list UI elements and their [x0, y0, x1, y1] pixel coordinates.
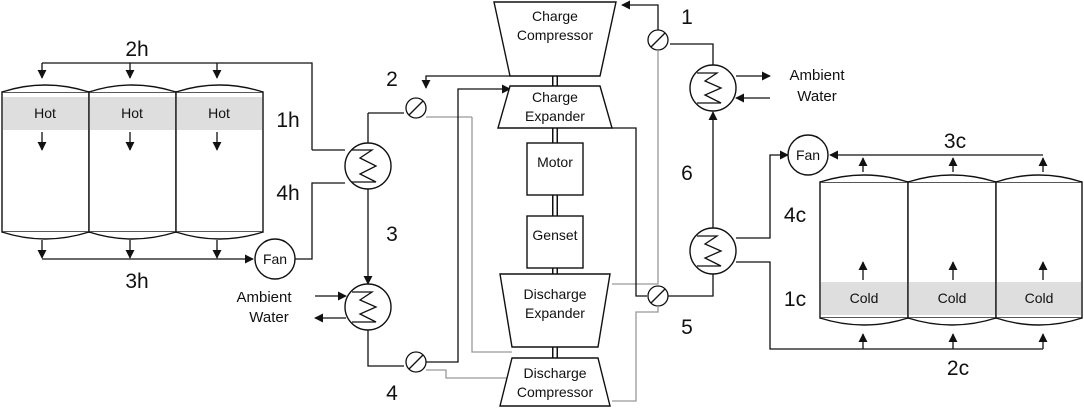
line-2h — [37, 62, 345, 151]
label-3c: 3c — [944, 130, 966, 153]
cold-tank-1-label: Cold — [850, 290, 879, 306]
motor: Motor — [526, 142, 584, 196]
valve-2 — [405, 97, 427, 119]
ambient-left-line-1: Ambient — [236, 289, 292, 306]
label-4c: 4c — [784, 204, 806, 227]
genset-label: Genset — [532, 227, 577, 243]
label-4: 4 — [386, 382, 398, 405]
label-1c: 1c — [784, 288, 806, 311]
ambient-right-line-1: Ambient — [789, 67, 845, 84]
cold-tank-2: Cold — [907, 174, 997, 326]
motor-label: Motor — [537, 154, 573, 170]
hot-heat-exchanger — [344, 142, 392, 190]
label-2c: 2c — [947, 357, 969, 380]
cold-tank-2-label: Cold — [938, 290, 967, 306]
hot-tank-3-label: Hot — [208, 105, 230, 121]
discharge-compressor: Discharge Compressor — [499, 357, 611, 407]
charge-expander: Charge Expander — [497, 85, 613, 129]
label-4h: 4h — [276, 182, 299, 205]
line-1 — [621, 0, 714, 65]
charge-compressor: Charge Compressor — [493, 1, 617, 77]
charge-expander-label-2: Expander — [525, 108, 585, 124]
line-4 — [367, 330, 404, 367]
cold-tank-group: Cold Cold Cold — [819, 174, 1083, 326]
label-2: 2 — [386, 68, 398, 91]
cold-fan-label: Fan — [796, 147, 820, 163]
cold-tank-1: Cold — [819, 174, 909, 326]
shaft-link-2b — [471, 117, 512, 353]
line-3h — [37, 240, 254, 264]
valve-5 — [647, 285, 669, 307]
label-1: 1 — [681, 6, 693, 29]
discharge-compressor-label-1: Discharge — [523, 365, 586, 381]
ambient-right-line-2: Water — [797, 88, 836, 105]
line-4h — [295, 182, 345, 260]
hot-tank-2-label: Hot — [121, 105, 143, 121]
line-1c-2c — [736, 261, 1048, 350]
hot-tank-2: Hot — [88, 84, 177, 240]
discharge-expander-label-2: Expander — [525, 305, 585, 321]
label-3h: 3h — [125, 270, 148, 293]
hot-tank-group: Hot Hot Hot — [1, 84, 264, 240]
hot-tank-3: Hot — [175, 84, 264, 240]
label-6: 6 — [681, 162, 693, 185]
label-3: 3 — [386, 223, 398, 246]
shaft-link-5 — [612, 306, 659, 402]
cold-tank-3-label: Cold — [1025, 290, 1054, 306]
discharge-expander-label-1: Discharge — [523, 286, 586, 302]
charge-compressor-label-2: Compressor — [517, 27, 594, 43]
charge-compressor-label-1: Charge — [532, 8, 578, 24]
ambient-left-line-2: Water — [249, 309, 288, 326]
discharge-expander: Discharge Expander — [499, 273, 611, 348]
valve-4 — [405, 351, 427, 373]
left-ambient-heat-exchanger — [344, 283, 392, 331]
line-5-from-expander — [612, 127, 647, 297]
shaft-link-1 — [612, 50, 659, 285]
hot-fan: Fan — [254, 238, 296, 280]
label-2h: 2h — [125, 38, 148, 61]
line-2 — [367, 75, 510, 143]
right-ambient-heat-exchanger — [689, 64, 737, 112]
label-1h: 1h — [276, 109, 299, 132]
cold-heat-exchanger — [689, 227, 737, 275]
hot-fan-label: Fan — [263, 251, 287, 267]
label-5: 5 — [681, 316, 693, 339]
cold-tank-3: Cold — [995, 174, 1083, 326]
valve-1 — [647, 29, 669, 51]
shaft-link-4 — [426, 369, 512, 379]
genset: Genset — [526, 215, 584, 269]
line-4c — [736, 150, 789, 239]
discharge-compressor-label-2: Compressor — [517, 384, 594, 400]
cold-fan: Fan — [787, 134, 829, 176]
hot-tank-1: Hot — [1, 84, 90, 240]
line-4-to-expander — [426, 84, 511, 363]
line-3c — [829, 150, 1048, 172]
hot-tank-1-label: Hot — [34, 105, 56, 121]
charge-expander-label-1: Charge — [532, 89, 578, 105]
line-5 — [668, 274, 714, 297]
